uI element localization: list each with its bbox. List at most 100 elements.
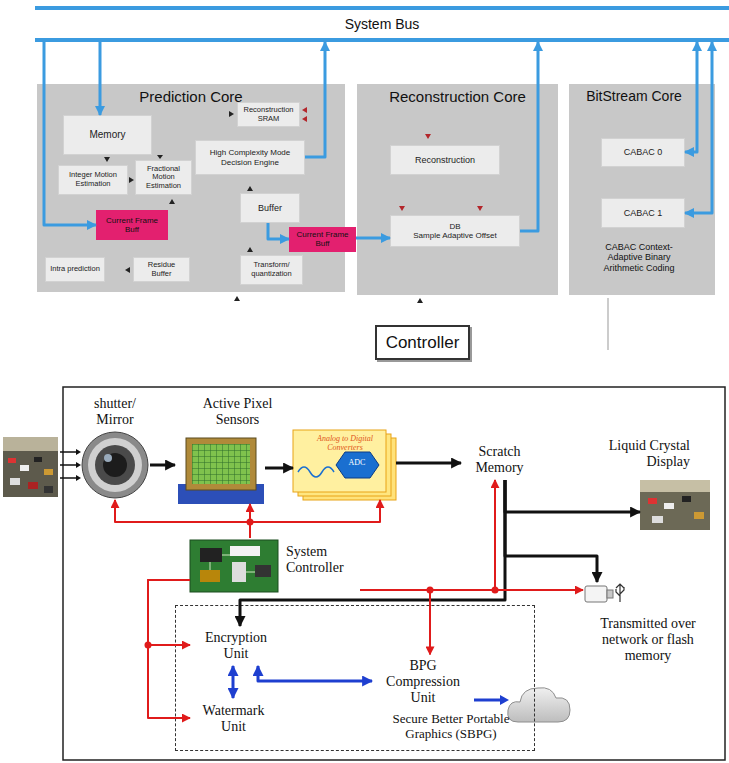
label-holder: BitStream Core [569, 88, 699, 104]
connector-arrow [44, 42, 96, 225]
sensor-chip [178, 438, 264, 504]
connector-arrow [356, 237, 390, 240]
flow-triangle [425, 134, 431, 139]
lens-highlight [104, 454, 112, 462]
ray-head [76, 449, 81, 455]
light-arrows [60, 449, 81, 481]
junction-dot [492, 587, 499, 594]
flow-triangle [129, 177, 134, 183]
unit-node: Watermark Unit [190, 698, 277, 740]
light-ray [60, 477, 76, 479]
label-holder: Analog to Digital Converters [301, 434, 389, 452]
car [10, 478, 20, 485]
core-panel: BitStream CoreCABAC Context-Adaptive Bin… [569, 84, 715, 295]
photo-ground [640, 480, 710, 530]
usb-drive [585, 584, 624, 602]
sbpg-region: Secure Better Portable Graphics (SBPG) En… [175, 605, 535, 751]
node-label: System Bus [345, 16, 420, 32]
drive-body [585, 586, 607, 602]
frame-border [63, 387, 725, 760]
flow-triangle [477, 206, 483, 211]
node-label: DB [449, 222, 460, 231]
lens-glass [95, 445, 135, 485]
node-label: Reconstruction [415, 155, 475, 165]
node-label: Sample Adaptive Offset [413, 231, 496, 240]
car [652, 516, 663, 523]
lens-core [103, 453, 127, 477]
node-label: Controller [386, 333, 460, 353]
connector-arrow [265, 467, 293, 470]
connector-arrow [150, 464, 175, 467]
flow-triangle [169, 199, 175, 204]
node-label: Integer Motion Estimation [62, 171, 124, 188]
label-holder: Liquid Crystal Display [590, 438, 690, 470]
photo-sky [3, 437, 58, 451]
process-box: Buffer [240, 193, 300, 223]
connector-arrow [99, 42, 102, 115]
drive-plug [607, 590, 613, 598]
core-panel: Prediction CoreMemoryInteger Motion Esti… [37, 84, 345, 292]
flow-triangle [302, 107, 307, 113]
connector-arrow [148, 580, 190, 645]
node-label: Current Frame Buff [292, 230, 353, 248]
label-holder: Secure Better Portable Graphics (SBPG) [376, 712, 526, 742]
cloud-arrow-head [500, 695, 509, 705]
process-box: DBSample Adaptive Offset [390, 215, 520, 247]
chip [200, 570, 220, 582]
connector-arrow [505, 480, 640, 512]
node-label: Prediction Core [37, 88, 345, 105]
connector-arrow [360, 590, 430, 655]
flow-triangle [229, 111, 234, 117]
connector-arrow [305, 42, 325, 157]
label-holder: Prediction Core [37, 88, 345, 105]
car [694, 512, 704, 519]
junction-dot [427, 587, 434, 594]
car [664, 503, 674, 509]
small-flow-arrows [104, 107, 608, 350]
display-node: Liquid Crystal Display [640, 480, 710, 530]
signal-wave [298, 467, 334, 477]
unit-node: Encryption Unit [190, 626, 282, 666]
node-label: Active Pixel Sensors [190, 396, 285, 428]
light-ray [60, 464, 76, 466]
flow-triangle [247, 186, 253, 191]
junction-dot [247, 519, 254, 526]
system-bus-band: System Bus [35, 6, 729, 42]
car [28, 482, 38, 489]
sensor-node: Active Pixel Sensors [175, 432, 265, 504]
board [190, 540, 278, 592]
ray-head [76, 462, 81, 468]
process-box: Residue Buffer [133, 257, 190, 282]
flow-triangle [125, 267, 130, 273]
node-label: ADC [338, 458, 376, 467]
label-holder: Reconstruction Core [357, 88, 558, 105]
controller-node: System Controller [190, 538, 360, 594]
connector-arrow [685, 42, 712, 213]
node-label: High Complexity Mode Decision Engine [199, 148, 301, 166]
car [20, 465, 29, 471]
node-label: Buffer [258, 203, 282, 213]
label-holder: ADC [338, 458, 376, 467]
label-holder: CABAC Context-Adaptive Binary Arithmetic… [589, 242, 689, 273]
sensor-grid [192, 444, 250, 484]
lcd-photo [640, 480, 710, 530]
process-box: Reconstruction SRAM [237, 102, 300, 127]
node-label: CABAC 1 [624, 208, 663, 218]
chip [200, 548, 222, 562]
ray-head [76, 475, 81, 481]
connector-arrow [360, 480, 495, 590]
process-box: High Complexity Mode Decision Engine [195, 140, 305, 175]
node-label: CABAC 0 [624, 147, 663, 157]
node-label: Transmitted over network or flash memory [598, 616, 698, 664]
car [34, 457, 42, 462]
process-box: CABAC 0 [601, 138, 685, 167]
adc-cards [293, 430, 396, 500]
flow-triangle [399, 206, 405, 211]
node-label: Scratch Memory [464, 444, 535, 476]
sensor-array [192, 444, 250, 484]
node-label: Fractional Motion Estimation [139, 165, 188, 191]
node-label: Liquid Crystal Display [590, 438, 690, 470]
node-label: Reconstruction SRAM [241, 106, 296, 123]
